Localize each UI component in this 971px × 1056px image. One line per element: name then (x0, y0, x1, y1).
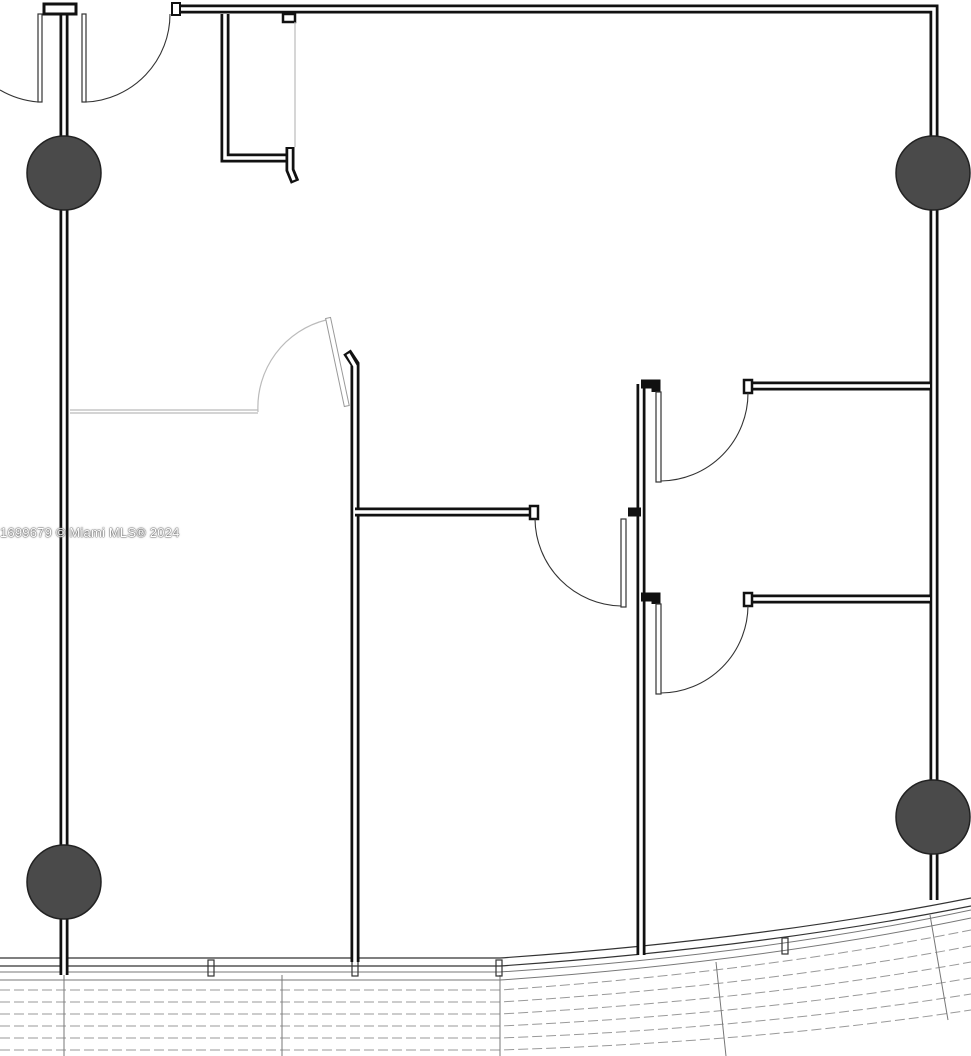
walls (42, 2, 939, 975)
glazing-line (0, 897, 971, 977)
door-swings (0, 13, 749, 695)
column-top-left (26, 135, 102, 211)
column-bottom-left (26, 844, 102, 920)
column-top-right (895, 135, 971, 211)
watermark-text: 1699679 © Miami MLS® 2024 (0, 525, 180, 540)
balcony-grid (0, 909, 971, 1056)
columns (26, 135, 971, 920)
column-bottom-right (895, 779, 971, 855)
